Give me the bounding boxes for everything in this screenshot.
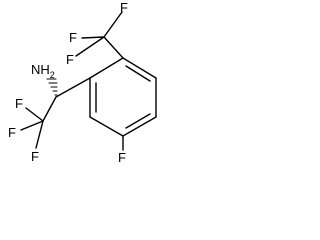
chain-cf3-f-left-label: F [8, 125, 16, 140]
ring-f-label: F [118, 150, 126, 165]
bond-chain-cf3-f-top [25, 107, 44, 122]
bond-cf3-f-right [103, 11, 123, 38]
ring-bond-6 [89, 57, 124, 79]
chemical-structure-diagram: NH2 F F F F F F F [8, 0, 157, 165]
atom-labels: NH2 F F F F F F F [8, 0, 128, 165]
bond-chiral-to-ring [55, 77, 91, 98]
bond-cf3-f-bottom [75, 36, 105, 57]
bond-chiral-to-cf3 [42, 96, 57, 122]
chain-cf3-f-bottom-label: F [31, 149, 39, 164]
chain-cf3-f-top-label: F [15, 96, 23, 111]
ring-bond-1 [122, 57, 157, 79]
ring-double-bond-b [125, 113, 151, 129]
bond-chain-cf3-f-left [20, 120, 44, 131]
bond-ring-to-cf3 [103, 36, 124, 59]
ring-bond-4 [89, 116, 124, 137]
ring-cf3-f-left-label: F [69, 30, 77, 45]
bond-chain-cf3-f-bottom [35, 120, 44, 149]
ring-cf3-f-right-label: F [120, 0, 128, 15]
hashed-wedge-bond [46, 78, 58, 96]
bond-cf3-f-left [81, 36, 105, 39]
ring-double-bond-a [125, 65, 151, 82]
bonds [20, 11, 157, 151]
ring-bond-3 [122, 116, 157, 137]
ring-cf3-f-bottom-label: F [66, 52, 74, 67]
nh2-label: NH2 [31, 62, 55, 80]
